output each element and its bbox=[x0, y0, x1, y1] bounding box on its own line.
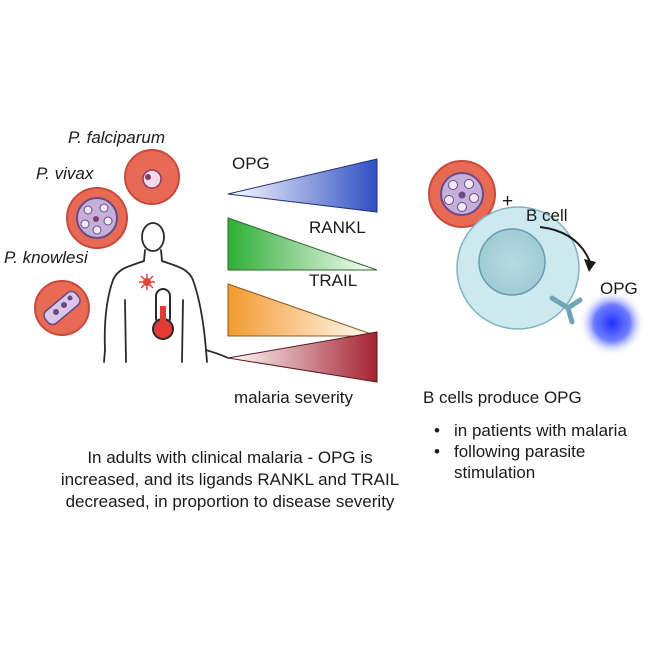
trail-wedge bbox=[227, 283, 378, 337]
human-body bbox=[103, 222, 229, 363]
antibody-receptor-icon bbox=[549, 295, 583, 325]
label-trail: TRAIL bbox=[309, 271, 358, 290]
label-b-cell: B cell bbox=[526, 206, 568, 225]
label-falciparum: P. falciparum bbox=[68, 128, 166, 147]
label-malaria-severity: malaria severity bbox=[234, 388, 354, 407]
list-item: in patients with malaria bbox=[432, 420, 664, 441]
label-rankl: RANKL bbox=[309, 218, 366, 237]
plus-sign: + bbox=[502, 191, 514, 212]
falciparum-rbc bbox=[124, 149, 180, 205]
severity-wedge bbox=[227, 331, 378, 383]
opg-glow bbox=[579, 290, 645, 356]
findings-list: in patients with malaria following paras… bbox=[432, 420, 664, 483]
summary-caption: In adults with clinical malaria - OPG is… bbox=[60, 448, 400, 511]
secretion-arrow-icon bbox=[539, 226, 596, 272]
thermometer-icon bbox=[152, 288, 174, 340]
fever-virus-icon bbox=[139, 274, 155, 290]
parasite-rbc bbox=[428, 160, 496, 228]
b-cells-heading: B cells produce OPG bbox=[423, 388, 582, 407]
opg-wedge bbox=[227, 158, 378, 213]
label-opg: OPG bbox=[232, 154, 270, 173]
list-item: following parasite stimulation bbox=[432, 441, 664, 483]
knowlesi-rbc bbox=[34, 280, 90, 336]
label-vivax: P. vivax bbox=[36, 164, 94, 183]
vivax-rbc bbox=[66, 187, 128, 249]
rankl-wedge bbox=[227, 217, 378, 271]
b-cell bbox=[456, 206, 580, 330]
label-opg-secreted: OPG bbox=[600, 279, 638, 298]
label-knowlesi: P. knowlesi bbox=[4, 248, 88, 267]
